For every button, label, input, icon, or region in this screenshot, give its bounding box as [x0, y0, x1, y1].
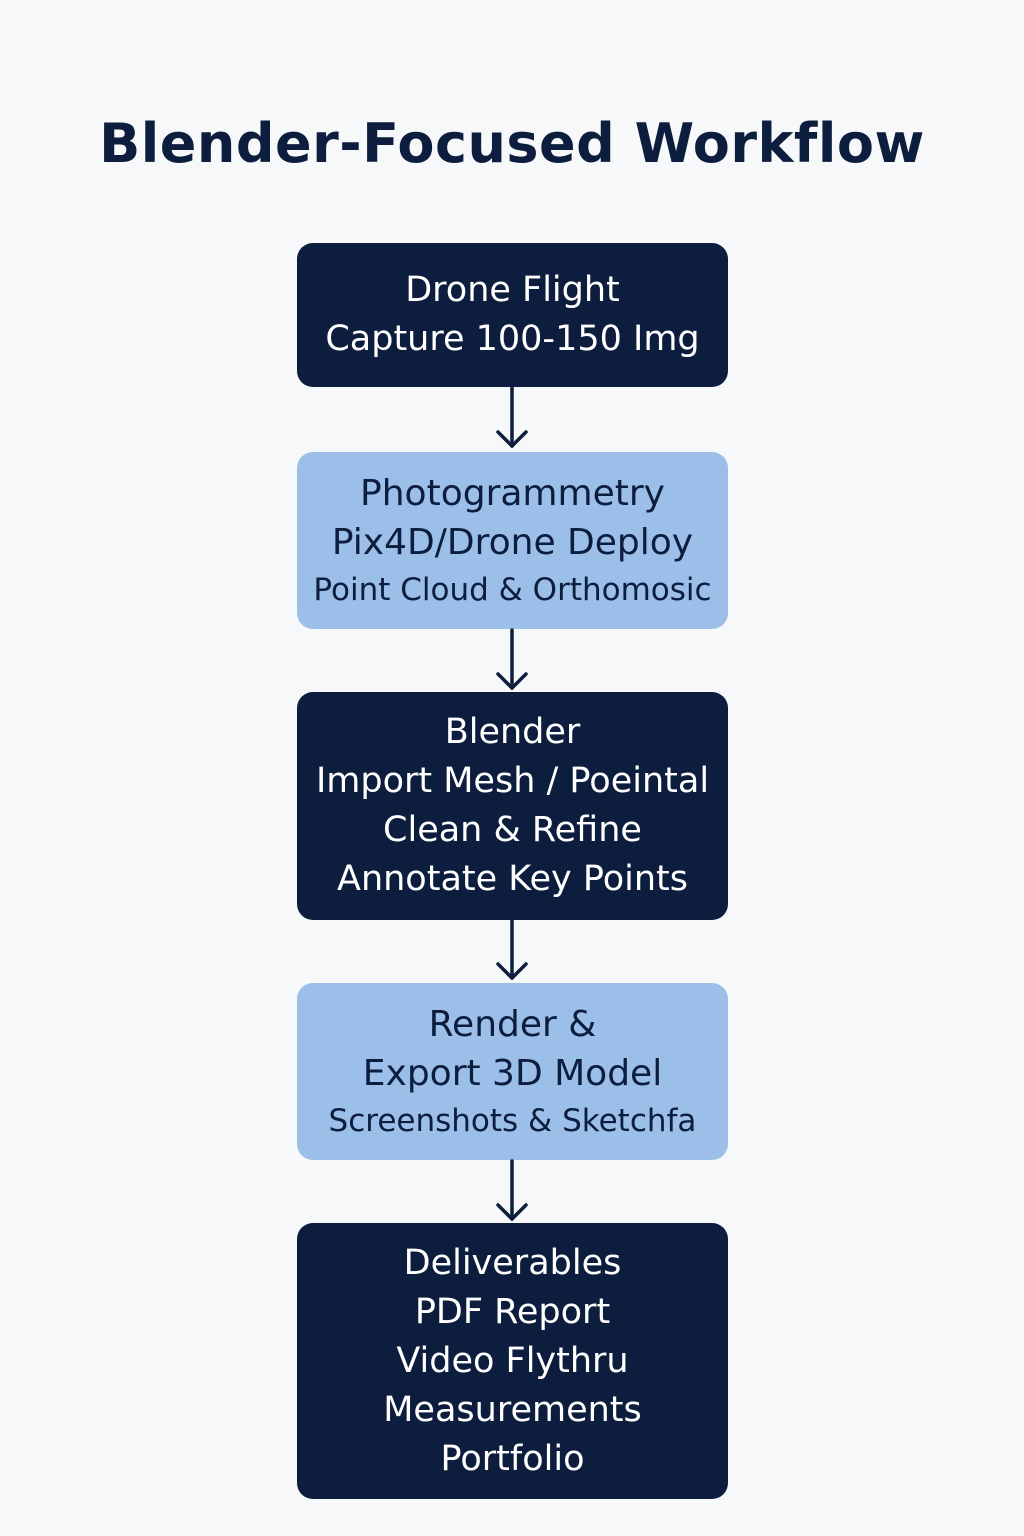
step-line: Clean & Refine — [383, 810, 642, 850]
step-line: Drone Flight — [405, 270, 620, 310]
step-line: Render & — [428, 1003, 597, 1045]
step-line: Portfolio — [440, 1438, 585, 1479]
step-line: Blender — [444, 712, 581, 752]
step-line: Pix4D/Drone Deploy — [331, 521, 694, 563]
step-line: PDF Report — [414, 1291, 611, 1332]
arrow-3 — [496, 919, 528, 980]
step-line: Screenshots & Sketchfa — [328, 1102, 697, 1139]
arrow-2 — [496, 628, 528, 690]
step-blender: Blender Import Mesh / Poeintal Clean & R… — [297, 692, 728, 920]
step-line: Capture 100-150 Img — [325, 319, 700, 359]
step-drone-flight: Drone Flight Capture 100-150 Img — [297, 243, 728, 387]
arrow-4 — [496, 1159, 528, 1221]
step-line: Point Cloud & Orthomosic — [313, 571, 712, 608]
step-line: Import Mesh / Poeintal — [315, 761, 710, 801]
step-line: Annotate Key Points — [337, 859, 688, 899]
step-line: Deliverables — [403, 1242, 622, 1283]
step-photogrammetry: Photogrammetry Pix4D/Drone Deploy Point … — [297, 452, 728, 629]
arrow-1 — [496, 386, 528, 448]
step-line: Export 3D Model — [362, 1052, 663, 1094]
step-deliverables: Deliverables PDF Report Video Flythru Me… — [297, 1223, 728, 1499]
step-line: Video Flythru — [396, 1340, 629, 1381]
step-line: Photogrammetry — [360, 472, 665, 514]
step-line: Measurements — [383, 1389, 642, 1430]
step-render-export: Render & Export 3D Model Screenshots & S… — [297, 983, 728, 1160]
page-title: Blender-Focused Workflow — [99, 112, 925, 175]
